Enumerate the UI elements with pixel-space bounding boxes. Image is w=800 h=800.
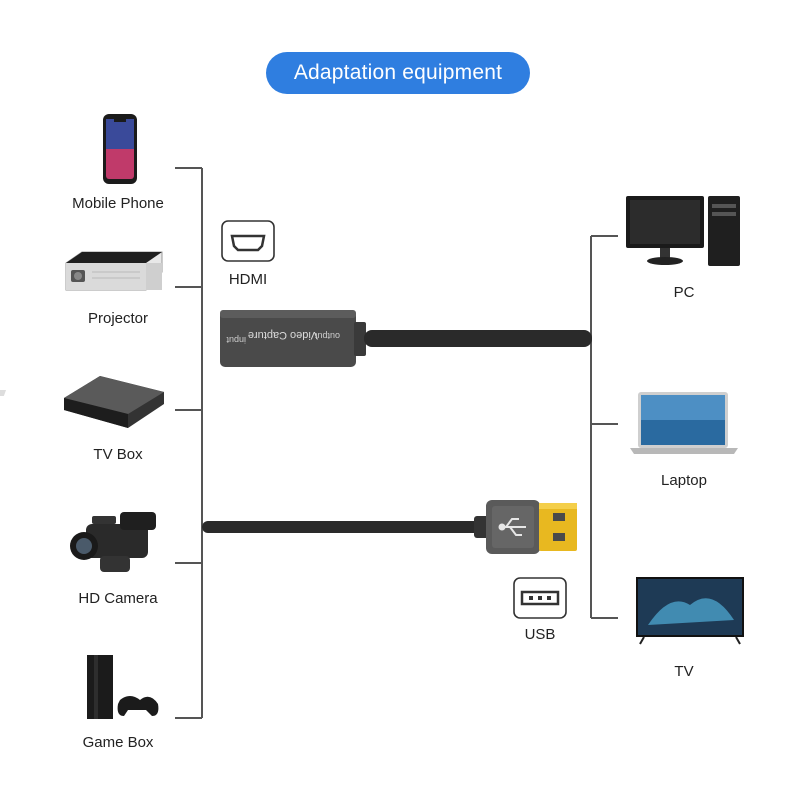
tv-icon	[636, 577, 744, 645]
game-box-icon	[87, 655, 159, 719]
mobile-phone-icon	[103, 114, 137, 184]
usb-cable	[202, 500, 577, 554]
device-input-label: input	[226, 335, 246, 345]
input-label-mobile-phone: Mobile Phone	[72, 195, 164, 212]
laptop-icon	[630, 392, 738, 454]
device-name-label: Video Capture	[248, 329, 318, 341]
desktop-pc-icon	[626, 196, 740, 266]
usb-port-icon	[513, 577, 567, 619]
hdmi-port-icon	[221, 220, 275, 262]
output-label-tv: TV	[674, 663, 694, 680]
hd-camera-icon	[70, 512, 156, 572]
left-bracket-lines	[175, 167, 203, 719]
right-bracket-lines	[590, 235, 618, 619]
projector-icon	[65, 251, 163, 291]
port-label-usb: USB	[524, 626, 556, 643]
usb-symbol-icon	[498, 518, 526, 536]
input-label-game-box: Game Box	[82, 734, 154, 751]
input-label-hd-camera: HD Camera	[78, 590, 158, 607]
output-label-laptop: Laptop	[661, 472, 707, 489]
device-output-label: output	[314, 331, 340, 341]
input-label-projector: Projector	[87, 310, 149, 327]
video-capture-device: input Video Capture output	[220, 310, 592, 367]
port-label-hdmi: HDMI	[228, 271, 268, 288]
tv-box-icon	[0, 376, 164, 428]
input-label-tv-box: TV Box	[93, 446, 143, 463]
output-label-pc: PC	[673, 284, 695, 301]
diagram-title: Adaptation equipment	[266, 52, 530, 94]
